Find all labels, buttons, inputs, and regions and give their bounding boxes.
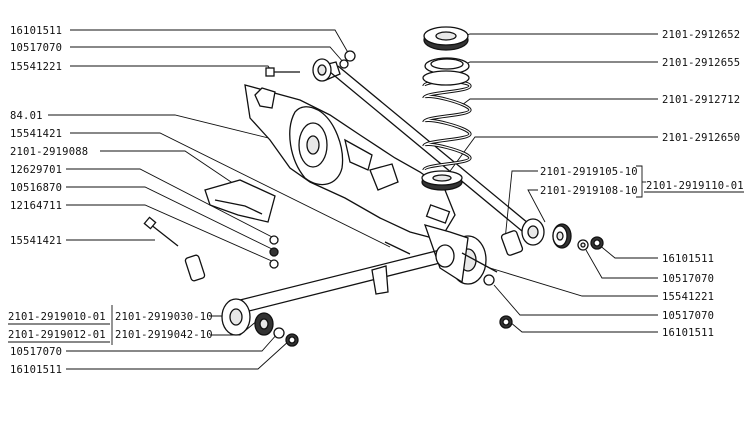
label-15541221-right: 15541221	[662, 291, 714, 303]
label-2101-2912712: 2101-2912712	[662, 94, 740, 106]
label-2101-2919108-10: 2101-2919108-10	[540, 185, 638, 197]
label-2101-2919088: 2101-2919088	[10, 146, 88, 158]
label-15541421-upper: 15541421	[10, 128, 62, 140]
label-16101511-right-bottom: 16101511	[662, 327, 714, 339]
label-15541421-lower: 15541421	[10, 235, 62, 247]
label-10517070-right-top: 10517070	[662, 273, 714, 285]
label-10517070-top: 10517070	[10, 42, 62, 54]
label-2101-2912655: 2101-2912655	[662, 57, 740, 69]
upper-longitudinal-rod	[312, 58, 545, 246]
part-number-labels: 16101511 10517070 15541221 84.01 1554142…	[8, 25, 744, 376]
brackets	[8, 165, 744, 345]
label-16101511-top: 16101511	[10, 25, 62, 37]
label-10517070-right-bottom: 10517070	[662, 310, 714, 322]
right-bushing-assembly	[461, 223, 604, 273]
label-10517070-bottom: 10517070	[10, 346, 62, 358]
label-2101-2912652: 2101-2912652	[662, 29, 740, 41]
bracket-part	[204, 179, 276, 223]
label-2101-2919012-01: 2101-2919012-01	[8, 329, 106, 341]
label-16101511-right-top: 16101511	[662, 253, 714, 265]
label-84-01: 84.01	[10, 110, 43, 122]
label-2101-2919105-10: 2101-2919105-10	[540, 166, 638, 178]
lower-longitudinal-rod	[184, 244, 455, 347]
label-2101-2912650: 2101-2912650	[662, 132, 740, 144]
spring-lower-pad	[421, 170, 463, 191]
label-10516870: 10516870	[10, 182, 62, 194]
label-2101-2919042-10: 2101-2919042-10	[115, 329, 213, 341]
coil-spring	[422, 70, 472, 172]
label-2101-2919010-01: 2101-2919010-01	[8, 311, 106, 323]
label-2101-2919110-01: 2101-2919110-01	[646, 180, 744, 192]
label-16101511-bottom: 16101511	[10, 364, 62, 376]
fasteners	[143, 50, 513, 329]
rear-axle-housing	[244, 84, 487, 285]
label-15541221-top: 15541221	[10, 61, 62, 73]
label-12164711: 12164711	[10, 200, 62, 212]
label-12629701: 12629701	[10, 164, 62, 176]
spring-upper-cup	[423, 26, 470, 75]
label-2101-2919030-10: 2101-2919030-10	[115, 311, 213, 323]
leader-lines	[48, 29, 658, 370]
